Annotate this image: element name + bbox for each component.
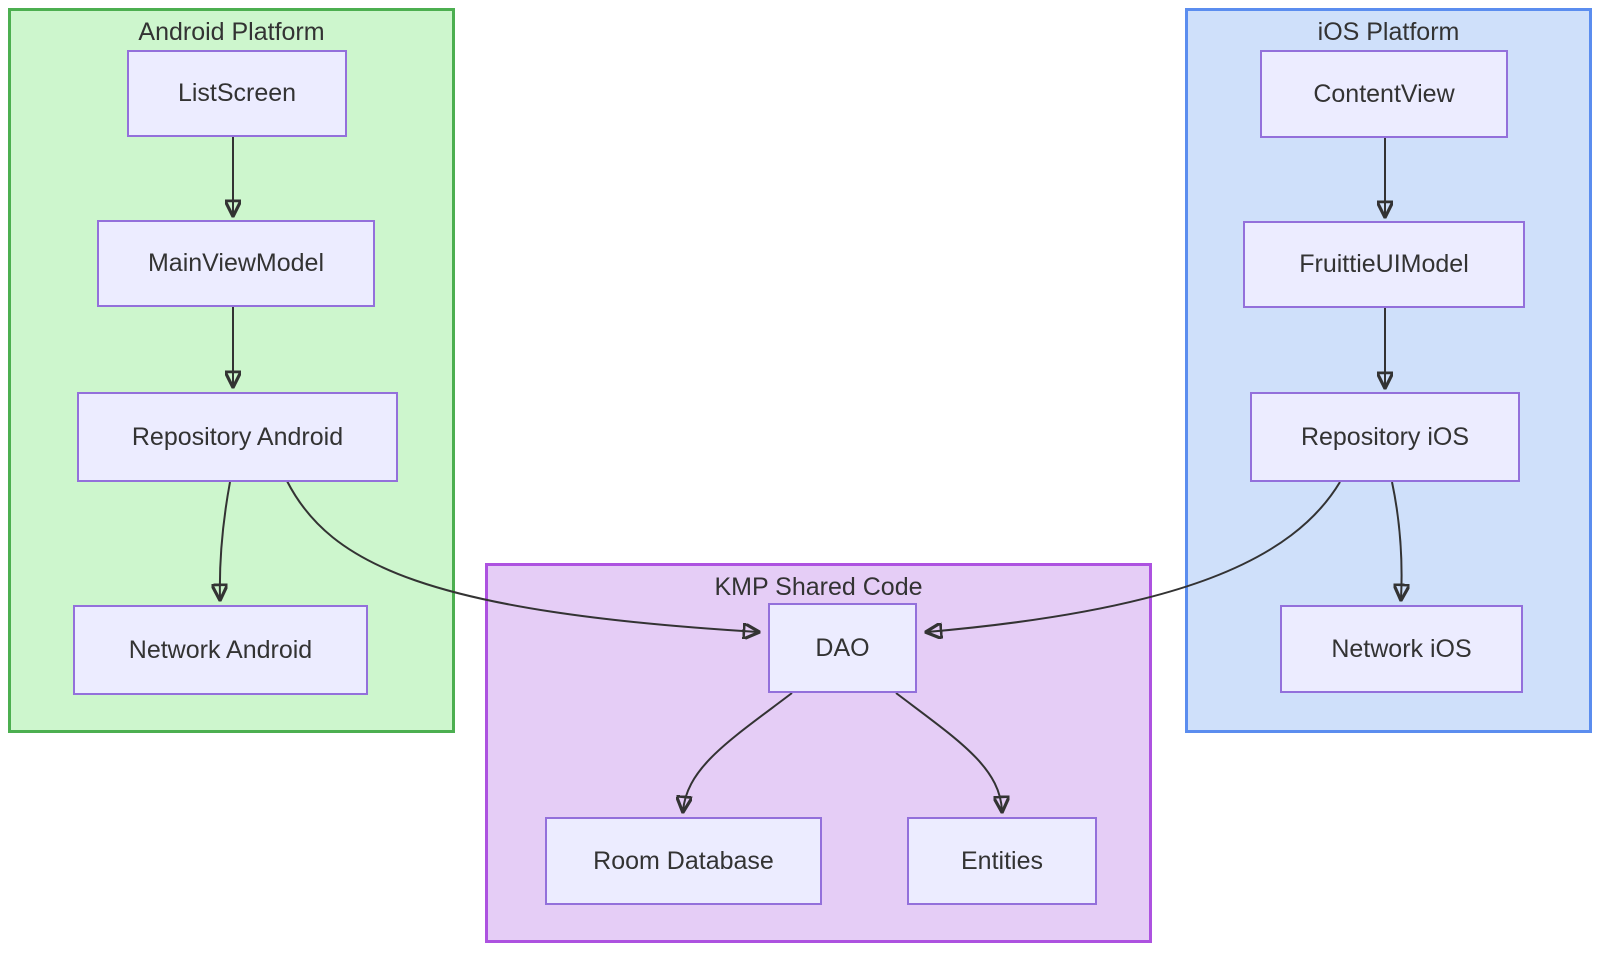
node-repository-ios: Repository iOS bbox=[1250, 392, 1520, 482]
node-room-database: Room Database bbox=[545, 817, 822, 905]
group-android-platform-title: Android Platform bbox=[138, 18, 325, 46]
node-repository-android: Repository Android bbox=[77, 392, 398, 482]
node-contentview: ContentView bbox=[1260, 50, 1508, 138]
node-mainviewmodel: MainViewModel bbox=[97, 220, 375, 307]
node-entities: Entities bbox=[907, 817, 1097, 905]
group-kmp-shared-code-title: KMP Shared Code bbox=[714, 573, 923, 601]
node-network-android: Network Android bbox=[73, 605, 368, 695]
group-ios-platform-title: iOS Platform bbox=[1317, 18, 1460, 46]
node-listscreen: ListScreen bbox=[127, 50, 347, 137]
node-dao: DAO bbox=[768, 603, 917, 693]
node-network-ios: Network iOS bbox=[1280, 605, 1523, 693]
node-fruittieuimodel: FruittieUIModel bbox=[1243, 221, 1525, 308]
